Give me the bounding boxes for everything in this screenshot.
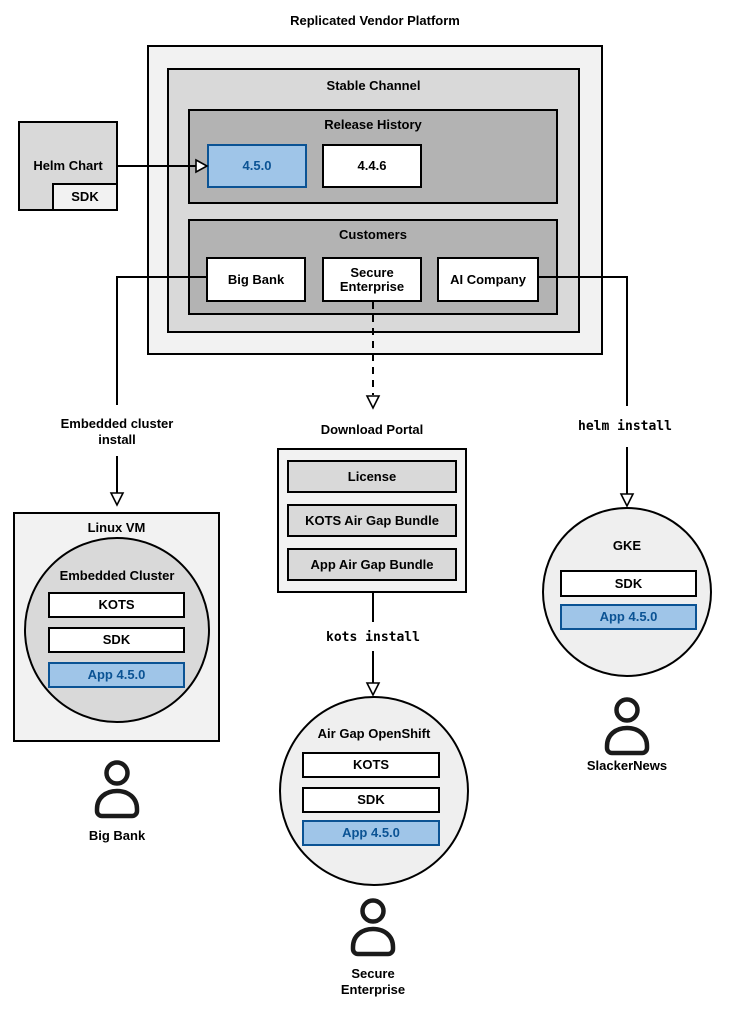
linux-vm-label: Linux VM [87, 520, 146, 535]
customer-ai-company: AI Company [437, 257, 539, 302]
download-portal-label: Download Portal [320, 422, 424, 437]
big-bank-user-label: Big Bank [88, 828, 146, 843]
component-box-sdk: SDK [48, 627, 185, 653]
release-box-450: 4.5.0 [207, 144, 307, 188]
embedded-cluster-install-label: Embedded cluster install [60, 416, 174, 447]
gke-label: GKE [612, 538, 642, 553]
component-box-kots: KOTS [302, 752, 440, 778]
component-box-kots: KOTS [48, 592, 185, 618]
slackernews-user-label: SlackerNews [586, 758, 668, 773]
embedded-cluster-label: Embedded Cluster [59, 568, 175, 583]
big-bank-user-icon [89, 759, 145, 826]
customer-secure-enterprise: Secure Enterprise [322, 257, 422, 302]
stable-channel-label: Stable Channel [326, 78, 421, 93]
component-box-sdk: SDK [560, 570, 697, 597]
component-box-app: App 4.5.0 [48, 662, 185, 688]
customer-big-bank: Big Bank [206, 257, 306, 302]
kots-install-label: kots install [326, 630, 420, 645]
portal-kots-bundle-box: KOTS Air Gap Bundle [287, 504, 457, 537]
slackernews-user-icon [599, 696, 655, 763]
helm-install-label: helm install [578, 419, 672, 434]
component-box-app: App 4.5.0 [302, 820, 440, 846]
release-history-label: Release History [324, 117, 422, 132]
secure-enterprise-user-icon [345, 897, 401, 964]
customers-label: Customers [339, 227, 407, 242]
portal-app-bundle-box: App Air Gap Bundle [287, 548, 457, 581]
secure-enterprise-user-label: Secure Enterprise [340, 966, 406, 997]
component-box-sdk: SDK [302, 787, 440, 813]
release-box-446: 4.4.6 [322, 144, 422, 188]
helm-chart-label: Helm Chart [33, 158, 103, 173]
portal-license-box: License [287, 460, 457, 493]
diagram-title: Replicated Vendor Platform [290, 13, 460, 28]
helm-sdk-box: SDK [52, 183, 118, 211]
airgap-openshift-label: Air Gap OpenShift [317, 726, 431, 741]
component-box-app: App 4.5.0 [560, 604, 697, 630]
